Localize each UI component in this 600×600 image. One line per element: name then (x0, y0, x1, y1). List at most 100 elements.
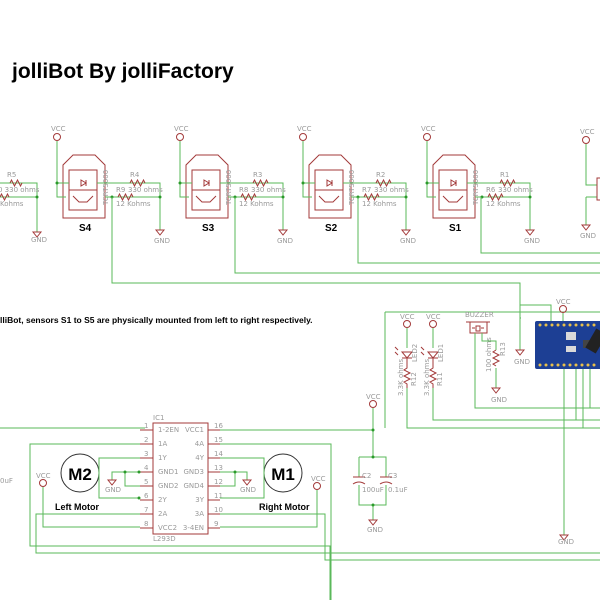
buzzer: BUZZER R13 100 ohms GND (465, 311, 600, 409)
vcc-label: VCC (426, 313, 441, 321)
sensor-note: lliBot, sensors S1 to S5 are physically … (0, 315, 313, 325)
pin-number: 4 (144, 464, 149, 472)
pin-number: 12 (214, 478, 223, 486)
pin-name: 1Y (158, 454, 167, 462)
m1-label: M1 (271, 465, 295, 484)
c2-value: 100uF (362, 486, 384, 494)
vcc-label: VCC (36, 472, 51, 480)
r-top-label: R1 (500, 171, 509, 179)
pin-name: 4A (195, 440, 204, 448)
r5-value: 0 330 ohms (0, 186, 40, 194)
r-top-value: 330 ohms (498, 186, 533, 194)
r-bot-label: R6 (486, 186, 496, 194)
pin-name: 1-2EN (158, 426, 179, 434)
vcc-left-motor: VCC (36, 472, 140, 528)
c3-value: 0.1uF (388, 486, 408, 494)
gnd-label: GND (367, 526, 383, 534)
vcc-label: VCC (400, 313, 415, 321)
pin-number: 8 (144, 520, 148, 528)
vcc-label: VCC (556, 298, 571, 306)
pin-name: GND2 (158, 482, 179, 490)
pin-number: 6 (144, 492, 149, 500)
vcc-label: VCC (580, 128, 595, 136)
arduino-nano-board: VCC GND GND (514, 298, 600, 546)
pin-name: 2A (158, 510, 167, 518)
partial-cap-value: 0uF (0, 477, 13, 485)
led1: VCC LED1 R11 3.3K ohms (420, 313, 600, 421)
sensor-label: S4 (79, 223, 92, 234)
vcc-label: VCC (366, 393, 381, 401)
partial-right-sensor: VCC GND (580, 128, 600, 240)
pin-name: GND3 (183, 468, 204, 476)
gnd-label: GND (154, 237, 170, 245)
r-top-value: 330 ohms (251, 186, 286, 194)
gnd-label: GND (558, 538, 574, 546)
r11-value: 3.3K ohms (423, 359, 431, 396)
sensor-part: TCRT5000 (102, 170, 110, 206)
gnd-label: GND (580, 232, 596, 240)
ic-part: L293D (153, 535, 176, 543)
pin-name: 3-4EN (183, 524, 204, 532)
r-bot-value: 12 Kohms (362, 200, 397, 208)
pin-name: GND4 (183, 482, 204, 490)
r5-label: R5 (7, 171, 16, 179)
r11-label: R11 (436, 372, 444, 386)
vcc-label: VCC (174, 125, 189, 133)
pin-name: VCC1 (185, 426, 204, 434)
r-bot-value: 12 Kohms (486, 200, 521, 208)
pin-number: 16 (214, 422, 223, 430)
pin-number: 1 (144, 422, 148, 430)
pin-number: 15 (214, 436, 223, 444)
led2-label: LED2 (411, 344, 419, 362)
ic-pin-right: 9 3-4EN (183, 520, 220, 532)
led2: VCC LED2 R12 3.3K ohms (394, 313, 600, 429)
gnd-label: GND (514, 358, 530, 366)
pin-name: 1A (158, 440, 167, 448)
r10-value: Kohms (0, 200, 24, 208)
sensor-part: TCRT5000 (225, 170, 233, 206)
ic-pin-left: 1 1-2EN (140, 422, 179, 434)
r12-value: 3.3K ohms (397, 359, 405, 396)
vcc-right-motor: VCC (220, 475, 326, 528)
gnd-label: GND (400, 237, 416, 245)
r-bot-label: R9 (116, 186, 125, 194)
r-bot-value: 12 Kohms (116, 200, 151, 208)
c3-label: C3 (388, 472, 397, 480)
pin-number: 3 (144, 450, 148, 458)
r-top-label: R3 (253, 171, 262, 179)
pin-name: 2Y (158, 496, 167, 504)
sensor-part: TCRT5000 (348, 170, 356, 206)
ic-ref: IC1 (153, 414, 164, 422)
motor-m2: M2 Left Motor (55, 453, 100, 512)
pin-number: 10 (214, 506, 223, 514)
gnd-label: GND (524, 237, 540, 245)
ic-pin-right: 15 4A (195, 436, 223, 448)
gnd-label: GND (240, 486, 256, 494)
r-bot-label: R7 (362, 186, 371, 194)
pin-name: VCC2 (158, 524, 177, 532)
vcc-label: VCC (421, 125, 436, 133)
pin-name: 3Y (195, 496, 204, 504)
page-title: jolliBot By jolliFactory (11, 60, 234, 83)
r-top-label: R2 (376, 171, 385, 179)
vcc-label: VCC (51, 125, 66, 133)
r-top-value: 330 ohms (128, 186, 163, 194)
pin-name: 4Y (195, 454, 204, 462)
ic-pin-left: 6 2Y (140, 492, 167, 504)
pin-number: 9 (214, 520, 218, 528)
gnd-label: GND (491, 396, 507, 404)
sensor-label: S1 (449, 223, 462, 234)
sensor-label: S2 (325, 223, 338, 234)
pin-number: 2 (144, 436, 148, 444)
gnd-label: GND (31, 236, 47, 244)
